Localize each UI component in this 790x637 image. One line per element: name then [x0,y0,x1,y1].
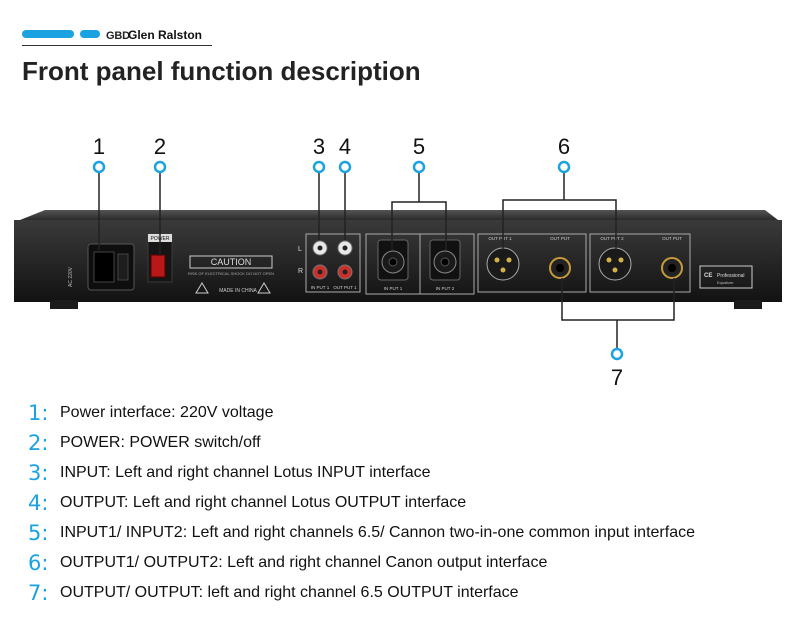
legend-number: 2: [28,431,49,455]
combo-input-1-hole [388,257,398,267]
jack-output-2-hole [668,264,676,272]
brand-name: Glen Ralston [128,28,203,42]
callout-number-5: 5 [413,134,425,159]
legend-number: 3: [28,461,49,485]
xlr-output-1-pin-b [506,257,512,263]
legend-text: INPUT: Left and right channel Lotus INPU… [60,464,431,481]
rca-input-label: IN PUT 1 [311,285,330,290]
legend-item: 2: POWER: POWER switch/off [28,428,788,458]
xlr-output-2-pin-c [612,267,618,273]
legend-number: 6: [28,551,49,575]
foot-left [50,300,78,309]
chassis-top [20,210,778,220]
callout-number-4: 4 [339,134,351,159]
power-socket-inlet [93,251,115,283]
power-switch[interactable] [150,254,166,278]
output-2-panel [589,233,691,293]
output-jack-1-label: OUT PUT [550,236,570,241]
rca-left-label: L [298,246,302,253]
ce-mark: CE [704,273,712,279]
callout-numbers: 1 2 3 4 5 6 7 [93,134,623,390]
legend-item: 5: INPUT1/ INPUT2: Left and right channe… [28,518,788,548]
combo-input-1-label: IN PUT 1 [384,286,403,291]
callout-lines [98,172,675,350]
xlr-output-2[interactable] [598,247,632,281]
legend-item: 3: INPUT: Left and right channel Lotus I… [28,458,788,488]
function-legend: 1: Power interface: 220V voltage 2: POWE… [28,398,788,608]
callout-dot-6 [557,160,571,174]
callout-dots [92,160,624,361]
rca-panel [305,233,361,293]
legend-number: 7: [28,581,49,605]
xlr-output-2-pin-b [618,257,624,263]
caution-warning-icon [257,282,271,294]
legend-number: 1: [28,401,49,425]
output-2-label: OUT PUT 2 [600,236,624,241]
made-in-label: MADE IN CHINA [219,288,257,294]
output-jack-2-label: OUT PUT [662,236,682,241]
legend-text: OUTPUT/ OUTPUT: left and right channel 6… [60,584,519,601]
rca-output-label: OUT PUT 1 [333,285,357,290]
power-socket-fuse [117,253,129,281]
xlr-output-1[interactable] [486,247,520,281]
callout-number-2: 2 [154,134,166,159]
jack-output-1-hole [556,264,564,272]
rca-output-right-pin [342,269,348,275]
badge-line-2: Equalizer [717,280,734,285]
legend-number: 5: [28,521,49,545]
legend-text: Power interface: 220V voltage [60,404,274,421]
callout-number-1: 1 [93,134,105,159]
legend-text: OUTPUT: Left and right channel Lotus OUT… [60,494,467,511]
caution-box [189,255,273,269]
legend-text: INPUT1/ INPUT2: Left and right channels … [60,524,695,541]
callout-dot-4 [338,160,352,174]
brand-header: GBD Glen Ralston [22,24,222,48]
legend-item: 4: OUTPUT: Left and right channel Lotus … [28,488,788,518]
legend-number: 4: [28,491,49,515]
product-badge [699,265,753,289]
callout-dot-1 [92,160,106,174]
brand-logo: GBD [106,30,130,42]
page-title: Front panel function description [22,56,421,86]
badge-line-1: Professional [717,273,745,279]
rca-input-left-pin [317,245,323,251]
brand-underline [22,45,212,46]
callout-dot-7 [610,347,624,361]
callout-number-3: 3 [313,134,325,159]
caution-subtitle: RISK OF ELECTRICAL SHOCK DO NOT OPEN [188,271,274,276]
legend-item: 6: OUTPUT1/ OUTPUT2: Left and right chan… [28,548,788,578]
shock-warning-icon [195,282,209,294]
output-1-panel [477,233,587,293]
callout-number-6: 6 [558,134,570,159]
output-1-label: OUT PUT 1 [488,236,512,241]
rca-right-label: R [298,268,303,275]
rca-input-right-pin [317,269,323,275]
callout-dot-3 [312,160,326,174]
combo-input-2-label: IN PUT 2 [436,286,455,291]
legend-text: OUTPUT1/ OUTPUT2: Left and right channel… [60,554,548,571]
callout-dot-5 [412,160,426,174]
leader-6 [502,199,617,250]
rear-panel-diagram: AC 220V POWER CAUTION RISK OF ELECTRICAL… [14,134,782,390]
xlr-output-1-pin-a [494,257,500,263]
legend-item: 7: OUTPUT/ OUTPUT: left and right channe… [28,578,788,608]
leader-7 [561,278,675,321]
ac-voltage-label: AC 220V [68,266,74,287]
caution-title: CAUTION [211,257,252,267]
rca-output-left-pin [342,245,348,251]
callout-dot-2 [153,160,167,174]
brand-pill-long [22,30,74,38]
callout-number-7: 7 [611,365,623,390]
brand-pill-short [80,30,100,38]
combo-input-2-hole [440,257,450,267]
xlr-output-2-pin-a [606,257,612,263]
xlr-output-1-pin-c [500,267,506,273]
legend-text: POWER: POWER switch/off [60,434,261,451]
legend-item: 1: Power interface: 220V voltage [28,398,788,428]
foot-right [734,300,762,309]
